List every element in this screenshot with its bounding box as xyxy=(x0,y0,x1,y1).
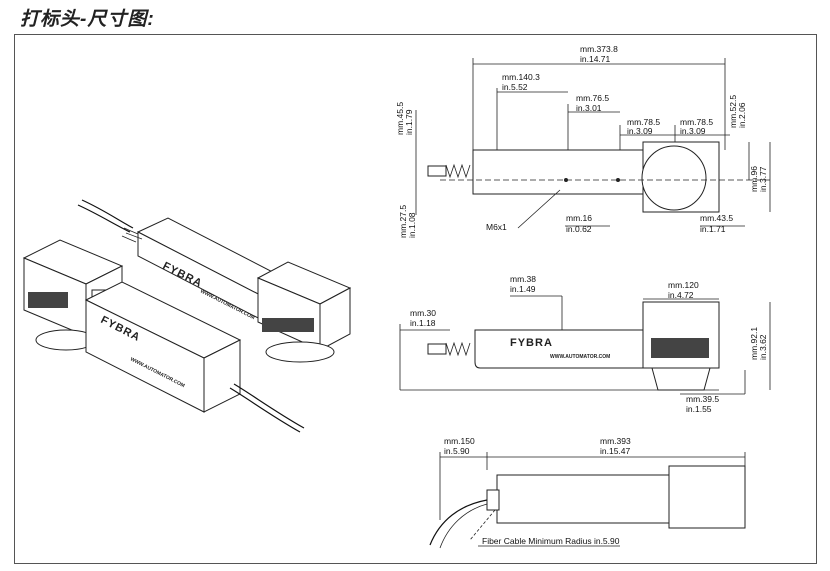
svg-text:in.1.49: in.1.49 xyxy=(510,284,536,294)
svg-text:mm.27.5: mm.27.5 xyxy=(398,205,408,238)
side-brand: FYBRA xyxy=(510,337,553,349)
side-head xyxy=(642,301,720,369)
svg-text:mm.43.5: mm.43.5 xyxy=(700,213,733,223)
svg-text:in.3.62: in.3.62 xyxy=(758,334,768,360)
drawing-frame xyxy=(14,34,817,564)
thread-label: M6x1 xyxy=(486,222,507,232)
svg-text:in.3.01: in.3.01 xyxy=(576,103,602,113)
svg-text:mm.393: mm.393 xyxy=(600,436,631,446)
bottom-view: mm.150 in.5.90 mm.393 in.15.47 Fiber Cab… xyxy=(429,436,746,549)
svg-text:in.1.55: in.1.55 xyxy=(686,404,712,414)
page-title: 打标头-尺寸图: xyxy=(20,9,155,30)
svg-text:in.3.09: in.3.09 xyxy=(680,126,706,136)
fiber-radius-note: Fiber Cable Minimum Radius in.5.90 xyxy=(482,536,620,546)
svg-text:mm.120: mm.120 xyxy=(668,280,699,290)
top-body xyxy=(472,149,644,195)
iso-back-lens xyxy=(265,341,335,363)
svg-text:in.3.77: in.3.77 xyxy=(758,166,768,192)
svg-text:mm.373.8: mm.373.8 xyxy=(580,44,618,54)
svg-text:in.4.72: in.4.72 xyxy=(668,290,694,300)
svg-text:in.1.71: in.1.71 xyxy=(700,224,726,234)
svg-text:in.2.06: in.2.06 xyxy=(737,102,747,128)
svg-text:mm.45.5: mm.45.5 xyxy=(395,102,405,135)
iso-cable-front xyxy=(229,387,301,433)
isometric-view: FYBRA WWW.AUTOMATOR.COM FYBRA WWW.AUTOMA… xyxy=(22,199,352,433)
svg-text:mm.140.3: mm.140.3 xyxy=(502,72,540,82)
svg-text:in.1.18: in.1.18 xyxy=(410,318,436,328)
svg-text:mm.16: mm.16 xyxy=(566,213,592,223)
svg-text:mm.78.5: mm.78.5 xyxy=(680,117,713,127)
side-view: mm.38 in.1.49 mm.30 in.1.18 mm.120 in.4.… xyxy=(399,274,771,414)
svg-text:mm.39.5: mm.39.5 xyxy=(686,394,719,404)
svg-text:mm.76.5: mm.76.5 xyxy=(576,93,609,103)
iso-cable-back xyxy=(77,204,131,233)
svg-text:mm.52.5: mm.52.5 xyxy=(728,95,738,128)
svg-text:in.5.52: in.5.52 xyxy=(502,82,528,92)
svg-text:in.3.09: in.3.09 xyxy=(627,126,653,136)
svg-text:in.1.08: in.1.08 xyxy=(407,212,417,238)
side-body xyxy=(474,329,644,369)
svg-text:WWW.AUTOMATOR.COM: WWW.AUTOMATOR.COM xyxy=(550,354,610,360)
bottom-head xyxy=(668,465,746,529)
svg-text:in.15.47: in.15.47 xyxy=(600,446,631,456)
svg-text:mm.96: mm.96 xyxy=(749,166,759,192)
svg-text:mm.92.1: mm.92.1 xyxy=(749,327,759,360)
svg-text:mm.150: mm.150 xyxy=(444,436,475,446)
top-lens xyxy=(641,145,707,211)
top-view: mm.373.8 in.14.71 mm.140.3 in.5.52 mm.76… xyxy=(395,44,771,238)
svg-text:mm.30: mm.30 xyxy=(410,308,436,318)
svg-text:in.1.79: in.1.79 xyxy=(404,109,414,135)
bottom-body xyxy=(496,474,670,524)
svg-text:in.0.62: in.0.62 xyxy=(566,224,592,234)
bottom-cable xyxy=(429,499,488,546)
svg-text:mm.78.5: mm.78.5 xyxy=(627,117,660,127)
svg-text:in.5.90: in.5.90 xyxy=(444,446,470,456)
svg-text:in.14.71: in.14.71 xyxy=(580,54,611,64)
svg-text:mm.38: mm.38 xyxy=(510,274,536,284)
